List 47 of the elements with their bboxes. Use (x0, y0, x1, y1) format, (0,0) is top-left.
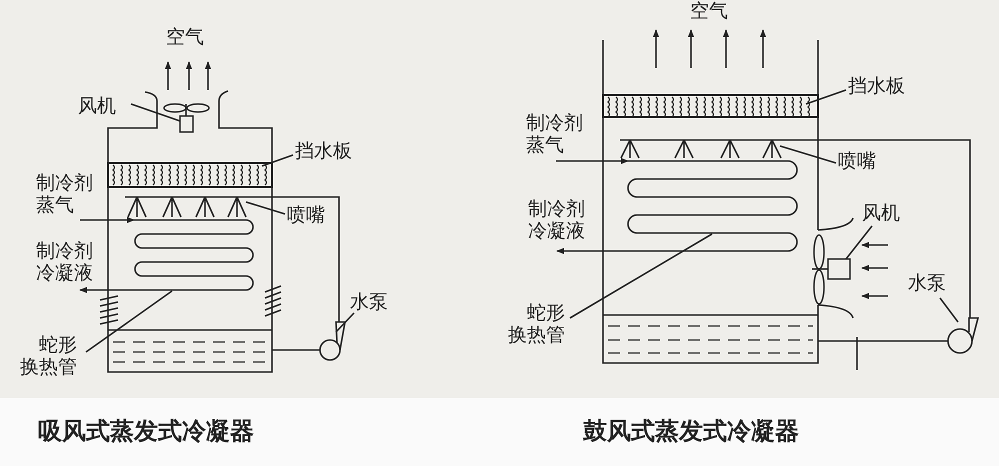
air-label: 空气 (166, 26, 204, 48)
part-label: 挡水板 (295, 140, 375, 162)
leader-line (780, 145, 836, 164)
part-label: 制冷剂冷凝液 (36, 240, 98, 284)
fan-drawing (163, 103, 210, 133)
leader-line (262, 154, 294, 167)
water-pipe (818, 340, 948, 342)
leader-line (130, 103, 180, 122)
part-label: 挡水板 (848, 75, 928, 97)
arrow (556, 158, 629, 164)
water-pump-symbol (947, 317, 980, 354)
part-label: 喷嘴 (287, 204, 347, 226)
leader-line (845, 226, 873, 260)
figure-caption: 吸风式蒸发式冷凝器 (38, 416, 254, 446)
water-pump-symbol (319, 321, 346, 361)
water-basin-drawing (603, 314, 818, 354)
part-label: 制冷剂蒸气 (36, 172, 98, 216)
part-label: 水泵 (908, 272, 968, 294)
part-label: 喷嘴 (838, 150, 898, 172)
fan-drawing (812, 234, 851, 305)
part-label: 蛇形换热管 (20, 334, 82, 378)
leader-line (939, 298, 959, 322)
arrow (80, 216, 135, 224)
part-label: 蛇形换热管 (508, 302, 570, 346)
water-eliminator-drawing (602, 94, 819, 118)
serpentine-coil (134, 219, 254, 291)
air-label: 空气 (690, 0, 728, 22)
figure-caption: 鼓风式蒸发式冷凝器 (583, 416, 799, 446)
spray-nozzle-drawing (619, 139, 819, 159)
part-label: 风机 (78, 95, 138, 117)
leader-line (86, 290, 172, 353)
water-eliminator-drawing (107, 162, 273, 188)
part-label: 风机 (862, 202, 922, 224)
water-pipe (818, 139, 971, 318)
serpentine-coil (628, 160, 796, 252)
leader-line (806, 89, 846, 105)
water-basin-drawing (108, 329, 272, 363)
arrow (79, 286, 134, 294)
water-pipe (272, 196, 340, 322)
arrow (556, 248, 628, 254)
part-label: 制冷剂蒸气 (526, 112, 588, 156)
part-label: 制冷剂冷凝液 (528, 198, 590, 242)
spray-nozzle-drawing (124, 196, 273, 218)
water-pipe (272, 349, 320, 351)
leader-line (335, 312, 355, 333)
part-label: 水泵 (350, 291, 410, 313)
leader-line (570, 233, 712, 319)
